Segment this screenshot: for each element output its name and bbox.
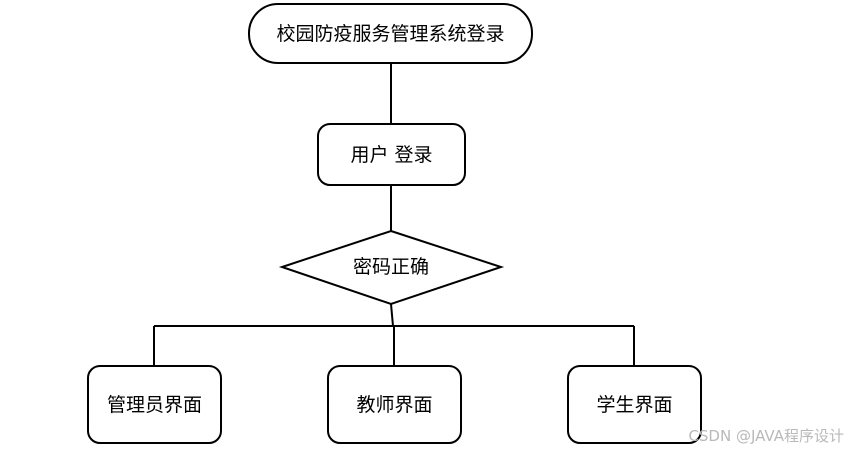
start-node bbox=[248, 3, 533, 64]
student-node-label: 学生界面 bbox=[596, 394, 672, 416]
teacher-node bbox=[327, 365, 462, 444]
teacher-node-label: 教师界面 bbox=[356, 394, 432, 416]
login-node bbox=[317, 123, 466, 186]
connector-decision-bus bbox=[390, 303, 394, 327]
student-node bbox=[567, 365, 702, 444]
admin-node-label: 管理员界面 bbox=[107, 394, 202, 416]
decision-node bbox=[278, 229, 505, 306]
watermark: CSDN @JAVA程序设计 bbox=[688, 427, 844, 445]
start-node-label: 校园防疫服务管理系统登录 bbox=[276, 23, 504, 45]
login-node-label: 用户 登录 bbox=[350, 144, 432, 166]
decision-node-label: 密码正确 bbox=[353, 256, 429, 278]
admin-node bbox=[87, 365, 222, 444]
